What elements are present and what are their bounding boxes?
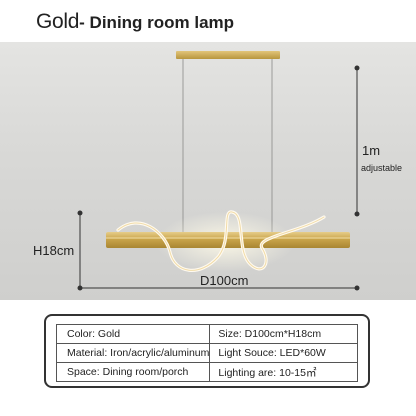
- table-row: Material: Iron/acrylic/aluminum Light So…: [55, 343, 358, 363]
- ceiling-canopy: [176, 51, 280, 59]
- spec-table: Color: Gold Size: D100cm*H18cm Material:…: [55, 324, 358, 382]
- spec-lighting-area: Lighting are: 10-15㎡: [209, 362, 358, 382]
- spec-material: Material: Iron/acrylic/aluminum: [55, 343, 211, 363]
- title-product: - Dining room lamp: [79, 13, 235, 32]
- page-title: Gold- Dining room lamp: [36, 10, 234, 34]
- table-row: Space: Dining room/porch Lighting are: 1…: [55, 362, 358, 382]
- width-label: D100cm: [200, 273, 249, 288]
- table-row: Color: Gold Size: D100cm*H18cm: [55, 324, 358, 344]
- header: Gold- Dining room lamp: [0, 0, 416, 44]
- spec-color: Color: Gold: [55, 324, 211, 344]
- height-label: H18cm: [33, 243, 75, 258]
- spec-size: Size: D100cm*H18cm: [209, 324, 358, 344]
- spec-table-frame: Color: Gold Size: D100cm*H18cm Material:…: [44, 314, 370, 388]
- hang-length-label: 1m: [362, 143, 381, 158]
- lamp-illustration: [77, 51, 360, 291]
- product-photo: 1m adjustable H18cm D100cm: [0, 42, 416, 300]
- spec-light-source: Light Souce: LED*60W: [209, 343, 358, 363]
- hang-adjustable-note: adjustable: [361, 163, 403, 173]
- title-color: Gold: [36, 10, 80, 33]
- light-bar: [106, 232, 350, 248]
- spec-space: Space: Dining room/porch: [55, 362, 211, 382]
